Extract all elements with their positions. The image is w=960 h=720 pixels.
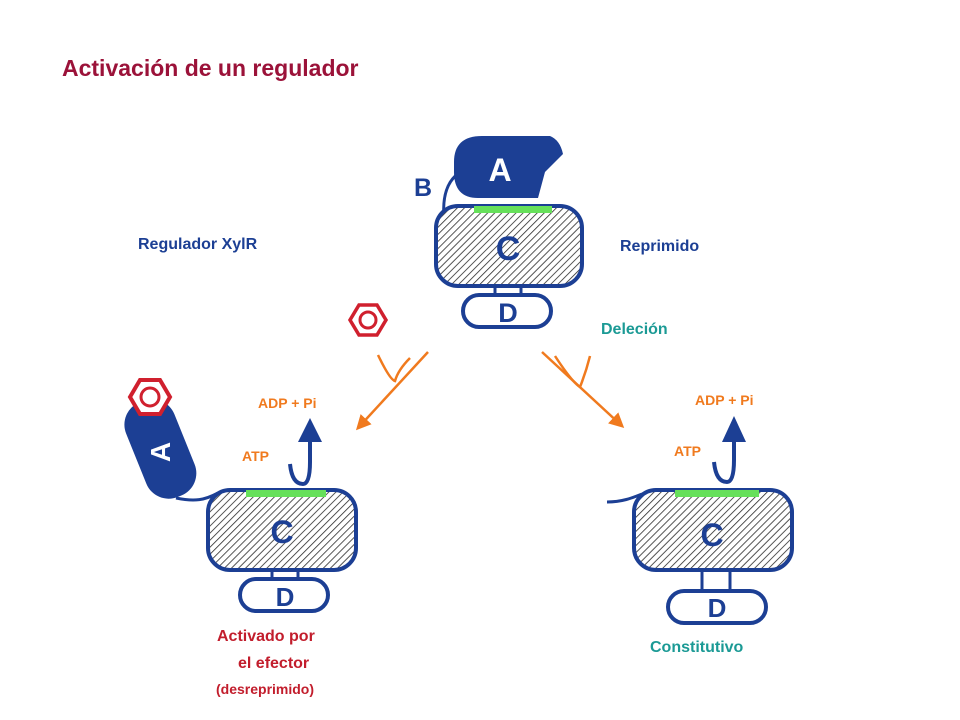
atp-binding-site: [675, 490, 759, 497]
atp-binding-site: [246, 490, 326, 497]
domain-a-label: A: [488, 152, 511, 188]
activated-label-line3: (desreprimido): [216, 681, 315, 697]
constitutive-regulator: [606, 416, 794, 625]
atp-label: ATP: [242, 448, 269, 464]
domain-d: [238, 577, 330, 613]
deletion-arrow: [541, 351, 625, 429]
domain-d-label: D: [276, 582, 295, 612]
domain-d-label: D: [498, 298, 518, 328]
regulator-label: Regulador XylR: [138, 236, 258, 253]
effector-binding-curve-icon: [376, 354, 411, 383]
activation-arrow: [355, 351, 429, 431]
constitutive-label: Constitutivo: [650, 639, 744, 656]
atp-hydrolysis-arrow: [712, 440, 736, 485]
domain-c-label: C: [496, 230, 521, 268]
page-title: Activación de un regulador: [62, 55, 359, 81]
domain-a-label: A: [145, 442, 176, 462]
deletion-label: Deleción: [601, 321, 668, 338]
effector-hexagon-icon: [127, 378, 173, 416]
activated-regulator: [124, 378, 358, 613]
domain-c-label: C: [270, 514, 293, 550]
adp-label: ADP + Pi: [695, 392, 754, 408]
domain-c-label: C: [700, 517, 723, 553]
deletion-curve-icon: [553, 355, 592, 389]
arrow-head: [722, 416, 746, 442]
atp-label: ATP: [674, 443, 701, 459]
adp-label: ADP + Pi: [258, 395, 317, 411]
domain-a: [454, 136, 563, 198]
activated-label-line1: Activado por: [217, 628, 315, 645]
domain-b-label: B: [414, 174, 432, 202]
activated-label-line2: el efector: [238, 655, 310, 672]
domain-d: [461, 293, 553, 329]
domain-a: [124, 399, 197, 499]
domain-d-label: D: [708, 593, 727, 623]
atp-binding-site: [474, 206, 552, 213]
arrow-head: [298, 418, 322, 442]
repressed-regulator: [434, 136, 584, 329]
effector-ring-icon: [358, 310, 378, 330]
effector-hexagon-icon: [347, 303, 389, 337]
atp-hydrolysis-arrow: [288, 440, 312, 487]
repressed-label: Reprimido: [620, 238, 700, 255]
effector-ring-icon: [139, 386, 161, 408]
domain-d: [666, 589, 768, 625]
